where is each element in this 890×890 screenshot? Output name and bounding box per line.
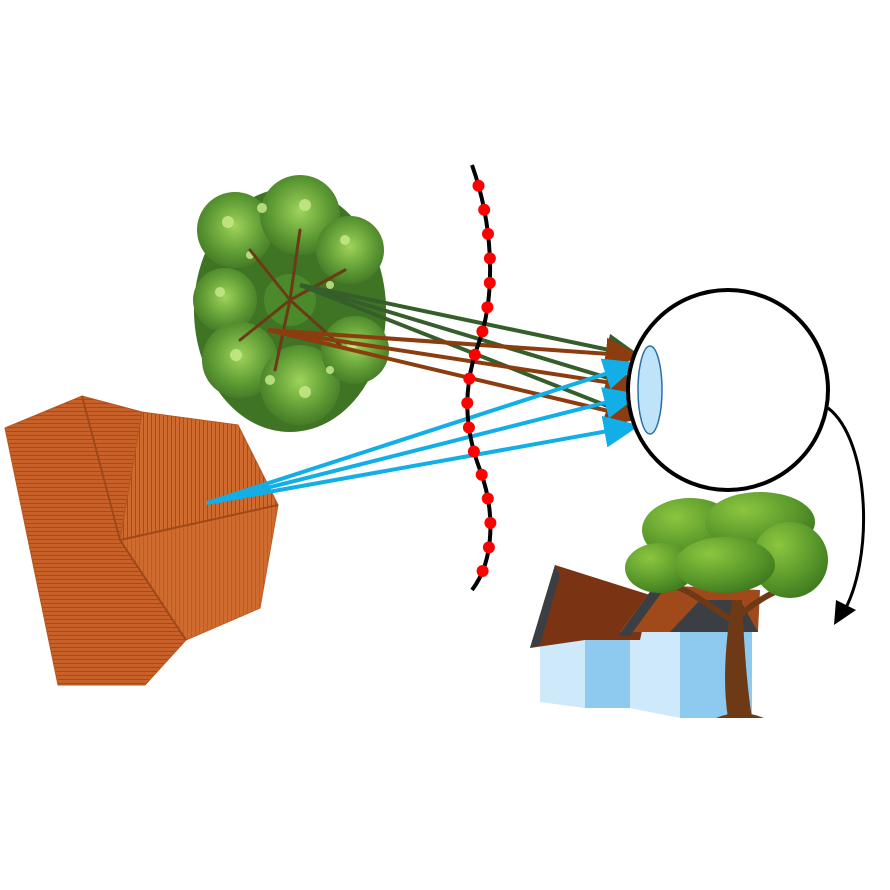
screen-dot xyxy=(463,372,476,385)
screen-dot xyxy=(478,203,491,216)
screen-dot xyxy=(467,445,480,458)
tree-ray xyxy=(299,283,642,422)
screen-dot xyxy=(482,227,494,240)
screen-dot xyxy=(476,325,489,338)
tree-ray xyxy=(299,283,642,394)
screen-dot xyxy=(481,301,494,314)
screen-dot xyxy=(481,492,494,505)
roof-ray xyxy=(206,415,640,505)
screen-dot xyxy=(462,421,475,434)
tree-ray xyxy=(299,283,642,366)
roof-rays xyxy=(206,358,640,505)
screen-dot xyxy=(461,397,474,409)
tree-canopy-top-view-icon xyxy=(193,175,389,432)
tree-rays xyxy=(299,283,642,422)
screen-dot xyxy=(483,252,496,265)
dotted-image-plane-icon xyxy=(461,164,497,592)
trunk-rays xyxy=(267,328,642,427)
eyeball-icon xyxy=(626,288,830,492)
perception-arrow xyxy=(827,406,866,625)
trunk-ray xyxy=(267,328,642,370)
roof-ray xyxy=(206,358,640,505)
house-with-tree-icon xyxy=(530,492,828,718)
screen-dot xyxy=(483,276,496,289)
screen-dot xyxy=(472,179,485,192)
trunk-ray xyxy=(267,328,642,398)
screen-dot xyxy=(476,565,489,577)
screen-dot xyxy=(468,348,481,361)
screen-dot xyxy=(482,541,495,554)
trunk-ray xyxy=(267,328,642,427)
roof-top-view-icon xyxy=(4,395,279,686)
screen-dot xyxy=(475,468,488,481)
screen-dot xyxy=(484,516,497,529)
roof-ray xyxy=(206,387,640,505)
